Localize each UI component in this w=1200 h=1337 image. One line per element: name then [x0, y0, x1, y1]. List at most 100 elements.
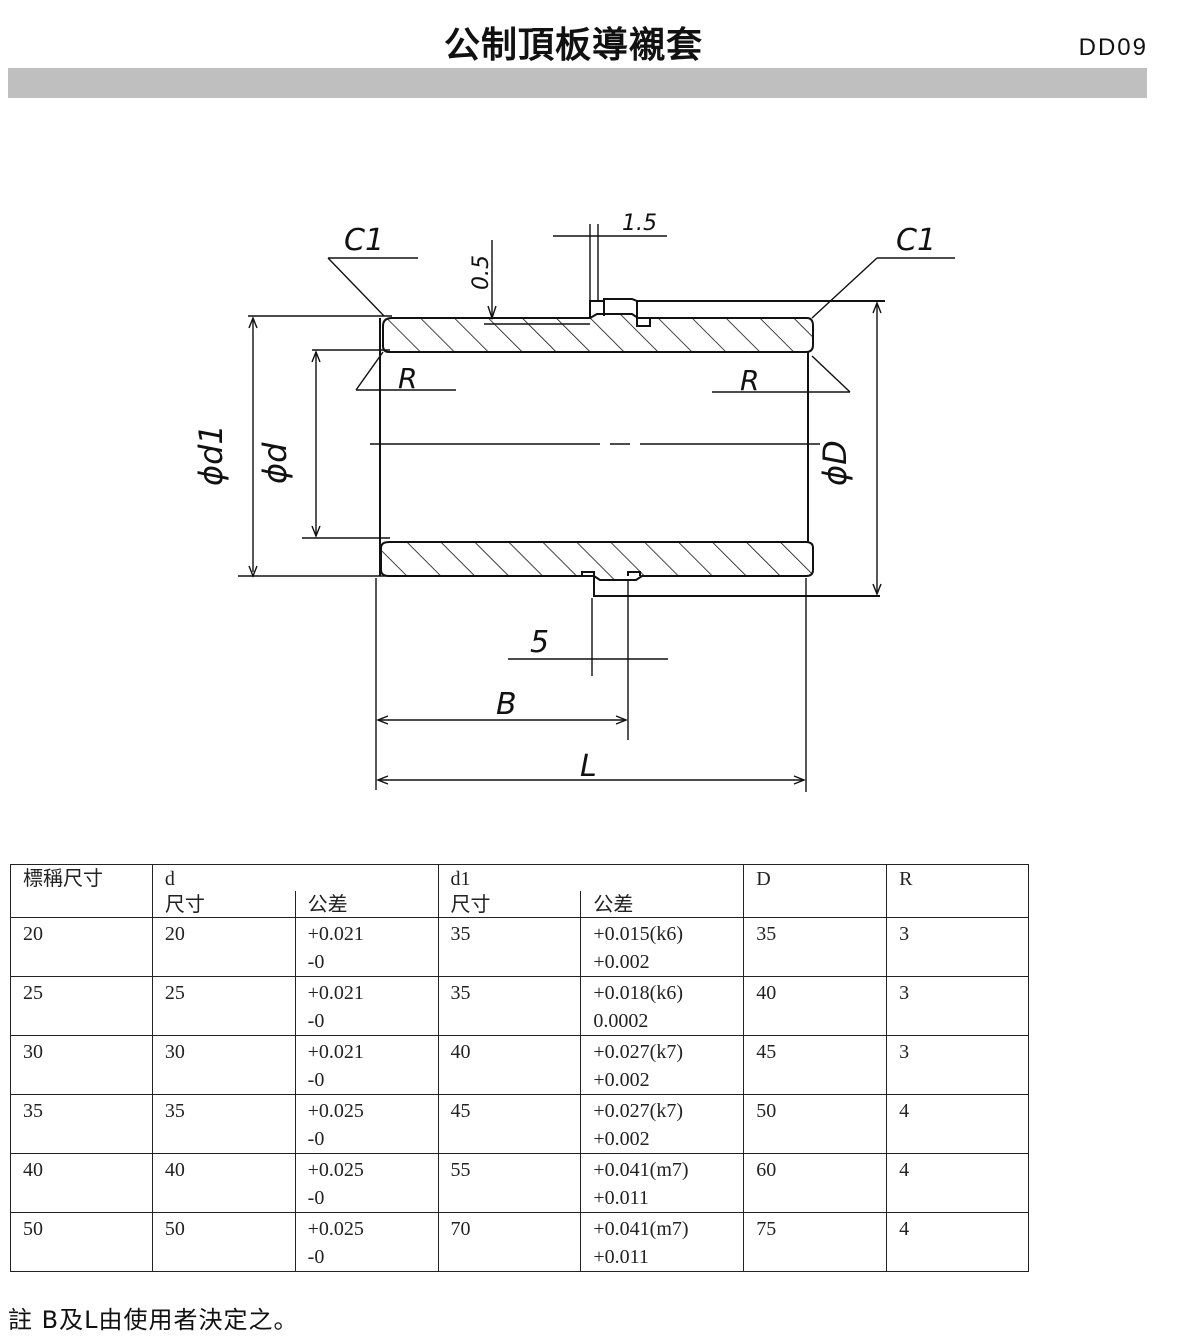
table-row: 30 30 +0.021 -0 40 +0.027(k7) +0.002 45 3 — [10, 1035, 1029, 1095]
d1-tolerance-value: 0.0002 — [593, 1010, 649, 1032]
d-tolerance-value: -0 — [307, 1010, 325, 1032]
D-cell: 40 — [743, 976, 888, 1036]
nominal-value: 30 — [23, 1041, 43, 1063]
header-R: R — [886, 864, 1029, 918]
table-header-row: 標稱尺寸 d d1 D R — [10, 864, 1029, 918]
header-nominal: 標稱尺寸 — [10, 864, 153, 918]
D-value: 50 — [756, 1100, 777, 1122]
d-tolerance-value: +0.025 — [307, 1100, 364, 1122]
footer-note: 註 B及L由使用者決定之。 — [8, 1306, 299, 1334]
d1-size-value: 55 — [450, 1159, 471, 1181]
D-cell: 60 — [743, 1153, 888, 1213]
header-d1-tolerance: 公差 — [580, 891, 745, 918]
d-tolerance-value: -0 — [307, 1187, 325, 1209]
R-value: 4 — [899, 1218, 910, 1240]
d1-tolerance-value: +0.002 — [593, 1128, 650, 1150]
R-cell: 4 — [886, 1212, 1029, 1272]
d-tolerance-value: -0 — [307, 1069, 325, 1091]
d1-tolerance-value: +0.011 — [593, 1187, 649, 1209]
nominal-value: 25 — [23, 982, 43, 1004]
label-groove-offset: 5 — [530, 625, 549, 660]
nominal-value: 35 — [23, 1100, 43, 1122]
d-tolerance-value: -0 — [307, 951, 325, 973]
label-c1-left: C1 — [344, 223, 384, 258]
d1-tolerance-value: +0.041(m7) — [593, 1218, 689, 1240]
d1-tolerance-value: +0.027(k7) — [593, 1100, 683, 1122]
d-size-value: 30 — [164, 1041, 185, 1063]
d1-size-value: 45 — [450, 1100, 471, 1122]
label-phi-D: ϕD — [816, 440, 854, 486]
R-cell: 4 — [886, 1094, 1029, 1154]
header-d: d — [151, 864, 439, 891]
d-tolerance-cell: +0.021-0 — [294, 976, 439, 1036]
header-d1-size: 尺寸 — [437, 891, 582, 918]
header-d1: d1 — [437, 864, 745, 891]
d1-tolerance-cell: +0.018(k6) 0.0002 — [580, 976, 745, 1036]
bushing-drawing: C1 C1 1.5 0.5 R R ϕd1 ϕd ϕD 5 B L — [192, 211, 955, 792]
part-code: DD09 — [1078, 34, 1148, 61]
R-value: 4 — [899, 1159, 910, 1181]
d1-size-value: 70 — [450, 1218, 471, 1240]
d1-tolerance-value: +0.027(k7) — [593, 1041, 683, 1063]
d1-tolerance-value: +0.002 — [593, 951, 650, 973]
d-tolerance-cell: +0.021 -0 — [294, 917, 439, 977]
bottom-wall — [380, 541, 814, 581]
D-value: 40 — [756, 982, 777, 1004]
label-c1-right: C1 — [896, 223, 936, 258]
header-bar — [8, 68, 1147, 98]
d-tolerance-cell: +0.021 -0 — [294, 1035, 439, 1095]
header-d-tolerance: 公差 — [294, 891, 439, 918]
d1-tolerance-value: +0.018(k6) — [593, 982, 683, 1004]
label-dim-l: L — [580, 749, 597, 784]
d1-size-value: 35 — [450, 982, 471, 1004]
nominal-value: 40 — [23, 1159, 43, 1181]
d1-size-cell: 55 — [437, 1153, 582, 1213]
R-value: 3 — [899, 982, 910, 1004]
d1-tolerance-cell: +0.015(k6)+0.002 — [580, 917, 745, 977]
D-cell: 75 — [743, 1212, 888, 1272]
label-phi-d1: ϕd1 — [192, 424, 230, 486]
D-value: 35 — [756, 923, 777, 945]
d1-size-cell: 45 — [437, 1094, 582, 1154]
d1-size-cell: 35 — [437, 917, 582, 977]
R-cell: 3 — [886, 976, 1029, 1036]
label-groove-depth: 0.5 — [469, 255, 494, 290]
nominal-cell: 35 — [10, 1094, 153, 1154]
d-size-value: 25 — [164, 982, 185, 1004]
d-size-cell: 20 — [151, 917, 296, 977]
R-value: 3 — [899, 1041, 910, 1063]
d1-tolerance-value: +0.002 — [593, 1069, 650, 1091]
d1-size-cell: 35 — [437, 976, 582, 1036]
d-size-cell: 40 — [151, 1153, 296, 1213]
header-D: D — [743, 864, 888, 918]
d1-size-cell: 70 — [437, 1212, 582, 1272]
d-size-value: 40 — [164, 1159, 185, 1181]
D-value: 60 — [756, 1159, 777, 1181]
D-value: 45 — [756, 1041, 777, 1063]
d-tolerance-value: +0.025 — [307, 1159, 364, 1181]
R-value: 3 — [899, 923, 910, 945]
nominal-value: 50 — [23, 1218, 43, 1240]
label-groove-width: 1.5 — [622, 211, 657, 236]
d1-tolerance-cell: +0.027(k7) +0.002 — [580, 1094, 745, 1154]
page-title: 公制頂板導襯套 — [443, 25, 703, 66]
d1-size-cell: 40 — [437, 1035, 582, 1095]
R-cell: 3 — [886, 1035, 1029, 1095]
d-tolerance-value: +0.021 — [307, 1041, 364, 1063]
d-tolerance-value: +0.021 — [307, 923, 364, 945]
nominal-cell: 50 — [10, 1212, 153, 1272]
d-size-cell: 50 — [151, 1212, 296, 1272]
D-cell: 50 — [743, 1094, 888, 1154]
d-size-cell: 30 — [151, 1035, 296, 1095]
d1-size-value: 35 — [450, 923, 471, 945]
R-cell: 4 — [886, 1153, 1029, 1213]
nominal-cell: 25 — [10, 976, 153, 1036]
d-tolerance-cell: +0.025-0 — [294, 1094, 439, 1154]
d-size-value: 50 — [164, 1218, 185, 1240]
d-size-value: 35 — [164, 1100, 185, 1122]
R-value: 4 — [899, 1100, 910, 1122]
d-tolerance-cell: +0.025-0 — [294, 1212, 439, 1272]
